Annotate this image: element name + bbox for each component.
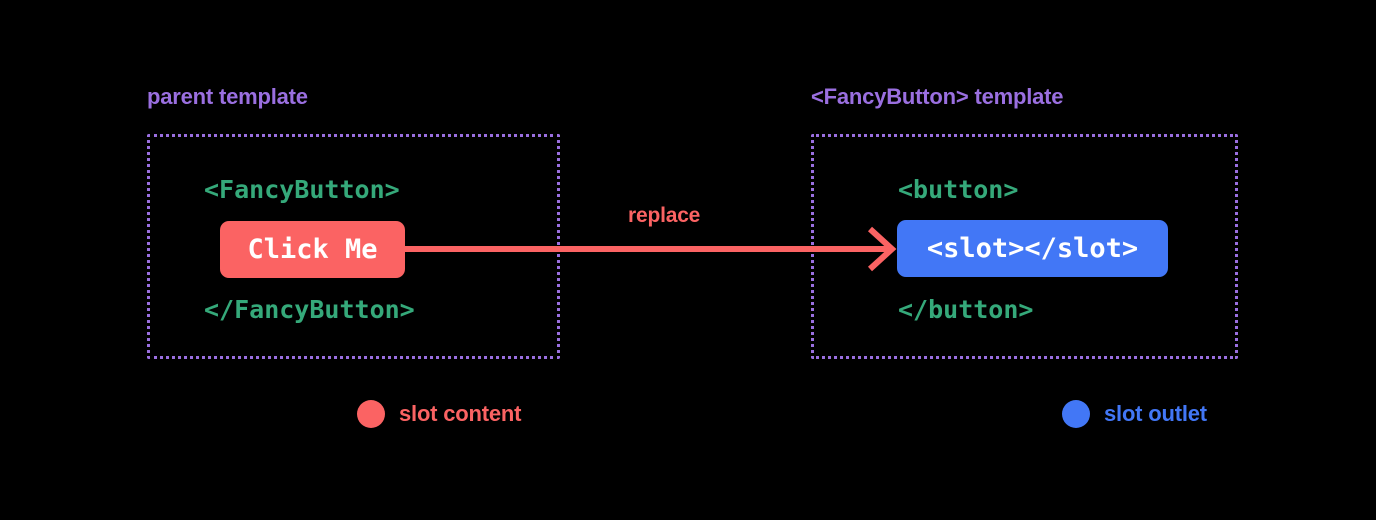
code-open-button: <button>	[898, 175, 1019, 204]
arrow-head	[867, 226, 897, 272]
replace-label: replace	[628, 204, 701, 227]
code-close-button: </button>	[898, 295, 1034, 324]
code-open-fancybutton: <FancyButton>	[204, 175, 400, 204]
slot-outlet-swatch-icon	[1062, 400, 1090, 428]
replace-arrow-icon	[405, 226, 897, 272]
fancybutton-template-label: <FancyButton> template	[811, 84, 1064, 109]
code-close-fancybutton: </FancyButton>	[204, 295, 415, 324]
legend-label-slot-outlet: slot outlet	[1104, 401, 1207, 426]
slot-outlet-chip: <slot></slot>	[897, 220, 1168, 277]
legend-item-slot-outlet: slot outlet	[1062, 400, 1207, 428]
legend-item-slot-content: slot content	[357, 400, 521, 428]
slot-content-swatch-icon	[357, 400, 385, 428]
parent-template-label: parent template	[147, 84, 308, 109]
legend-label-slot-content: slot content	[399, 401, 522, 426]
slot-content-chip: Click Me	[220, 221, 405, 278]
